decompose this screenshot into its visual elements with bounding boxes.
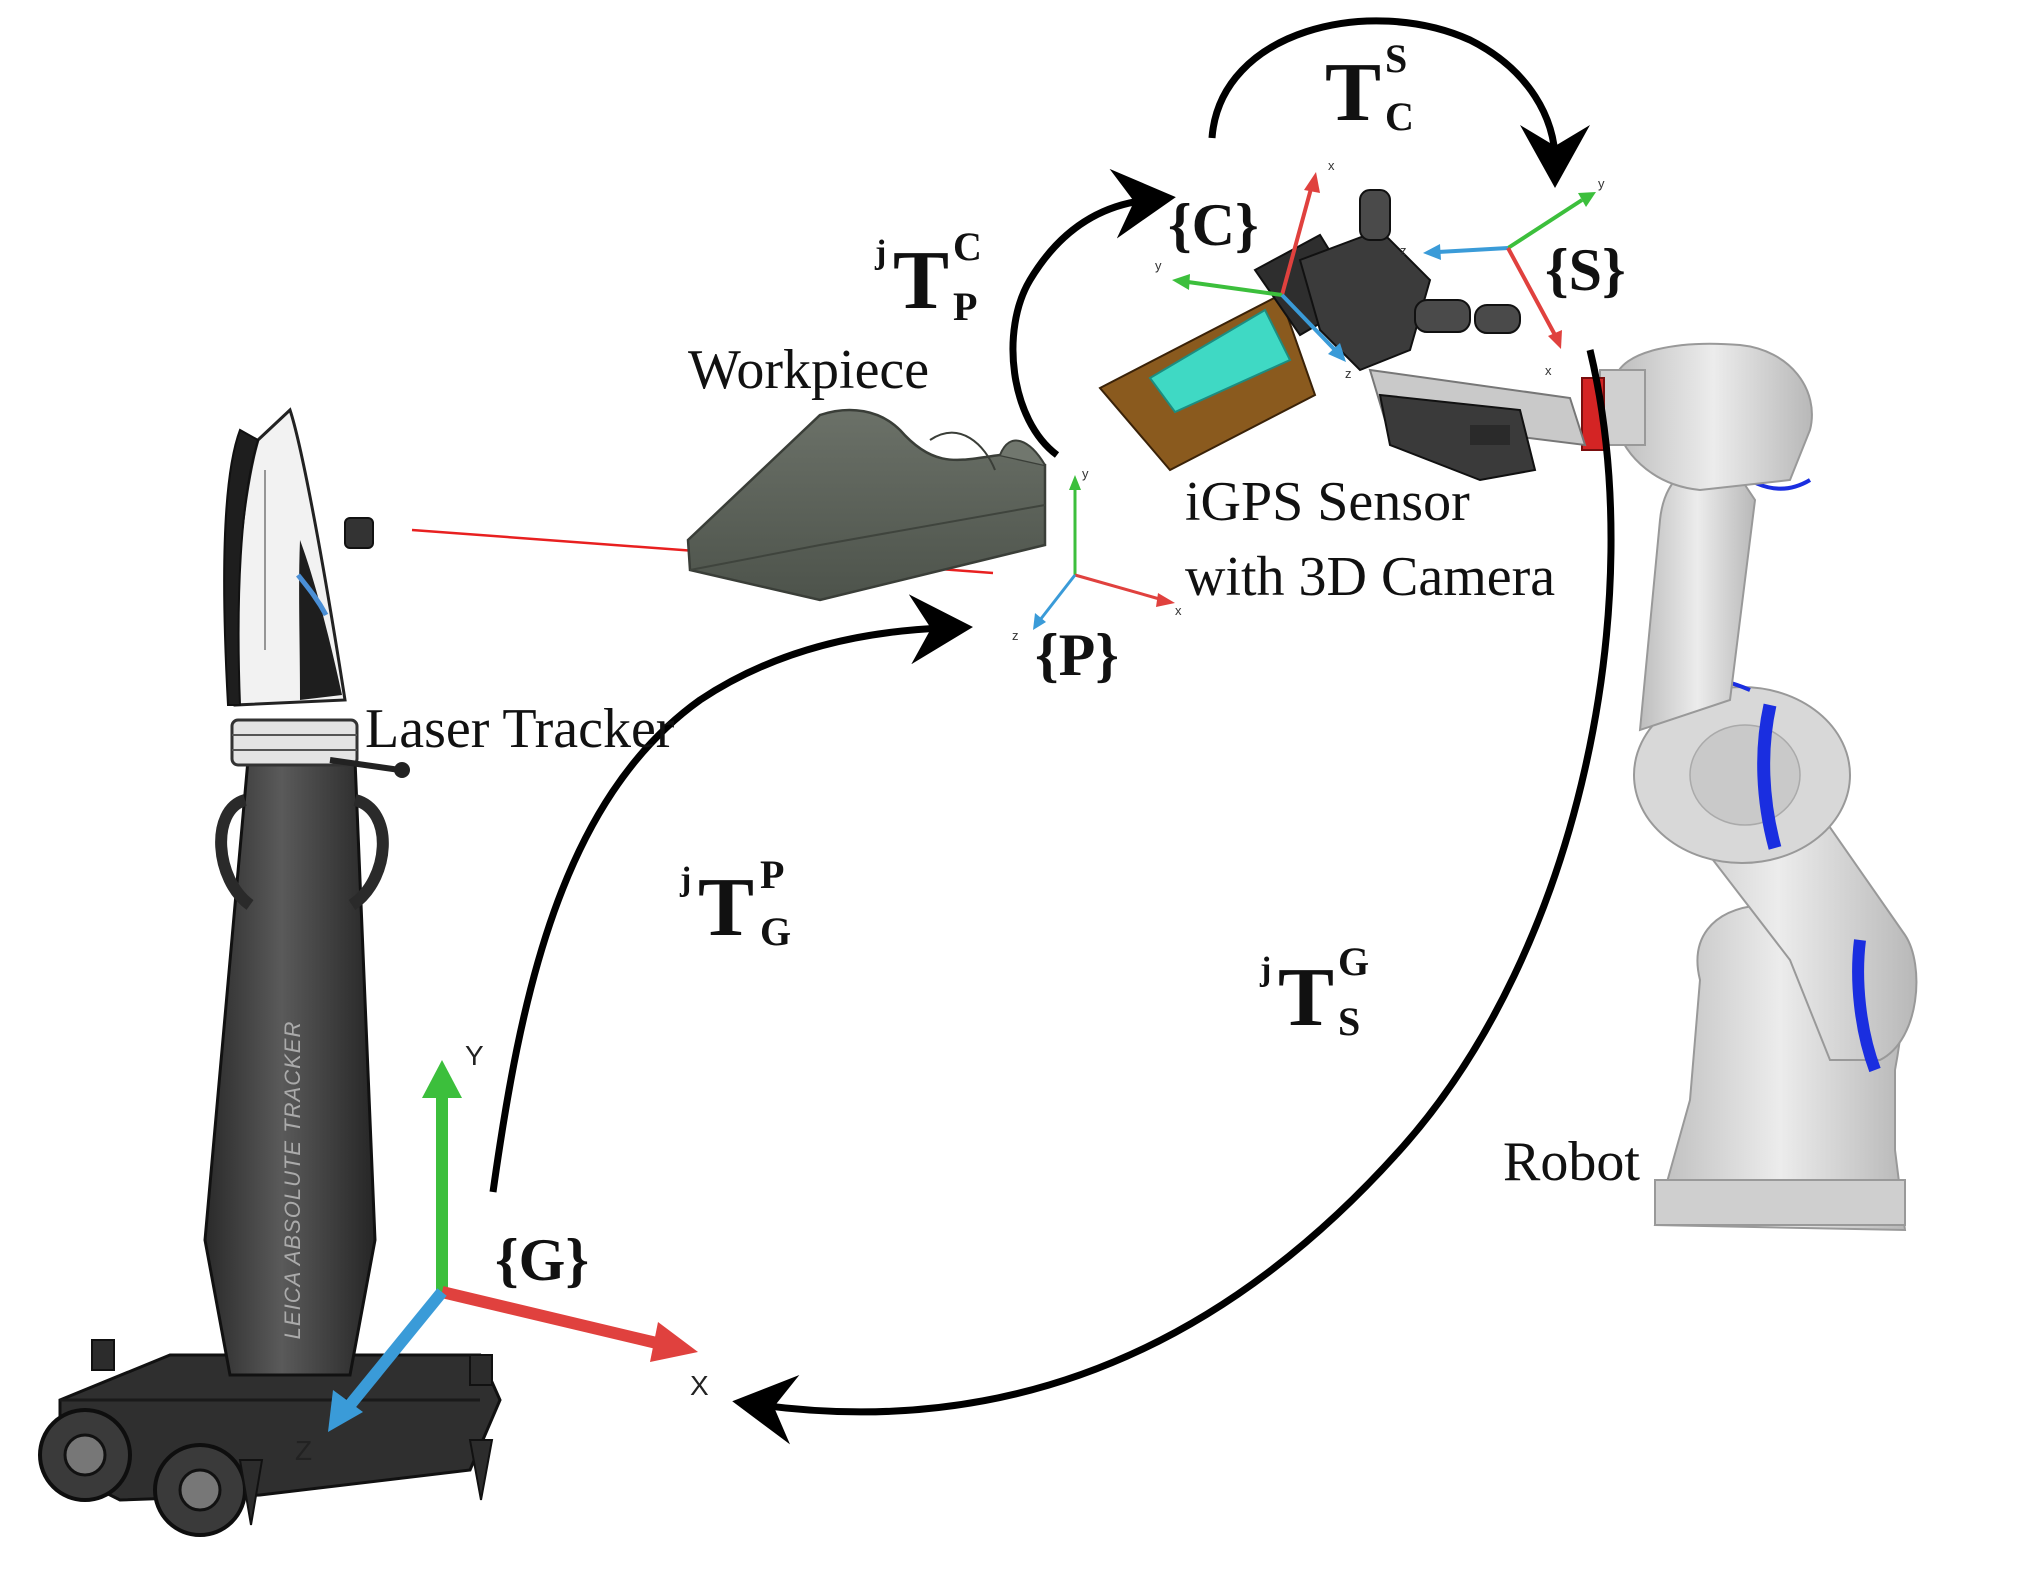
tsg-pre: j bbox=[1259, 951, 1271, 988]
s-y-axis bbox=[1506, 198, 1584, 250]
tgp-main: T bbox=[698, 861, 754, 954]
frame-g-axes: X Y Z bbox=[295, 1040, 709, 1466]
c-x-label: x bbox=[1328, 158, 1335, 173]
frame-p-axes: y x z bbox=[1012, 466, 1182, 643]
arrow-tsg bbox=[732, 349, 1615, 1445]
transform-label-tsg: j T G S bbox=[1259, 939, 1369, 1044]
tcs-sup: S bbox=[1385, 36, 1407, 81]
tracker-handle bbox=[348, 794, 389, 911]
frame-c-axes: x y z bbox=[1155, 158, 1352, 381]
tsg-sup: G bbox=[1338, 939, 1369, 984]
p-z-label: z bbox=[1012, 628, 1019, 643]
g-x-arrowhead bbox=[650, 1322, 698, 1362]
p-y-label: y bbox=[1082, 466, 1089, 481]
label-laser-tracker: Laser Tracker bbox=[365, 698, 675, 760]
tracker-base bbox=[58, 1353, 502, 1502]
camera-3d bbox=[1378, 393, 1537, 482]
c-z-axis bbox=[1280, 293, 1337, 352]
tpc-main: T bbox=[893, 234, 949, 327]
g-y-label: Y bbox=[465, 1040, 484, 1071]
robot bbox=[1581, 342, 1918, 1232]
tsg-main: T bbox=[1278, 951, 1334, 1044]
frame-label-p: {P} bbox=[1035, 622, 1119, 688]
label-workpiece: Workpiece bbox=[688, 339, 929, 401]
g-x-axis bbox=[440, 1286, 667, 1351]
tracker-stamp: LEICA ABSOLUTE TRACKER bbox=[280, 1021, 305, 1340]
g-x-label: X bbox=[690, 1370, 709, 1401]
tpc-pre: j bbox=[874, 234, 886, 271]
s-z-label: z bbox=[1400, 243, 1407, 258]
tcs-sub: C bbox=[1385, 94, 1414, 139]
transform-label-tcs: T S C bbox=[1325, 36, 1414, 139]
tgp-sup: P bbox=[760, 852, 784, 897]
arrow-tcs bbox=[1208, 17, 1590, 188]
laser-tracker: LEICA ABSOLUTE TRACKER bbox=[38, 407, 502, 1537]
frame-label-g: {G} bbox=[495, 1227, 589, 1293]
s-x-axis bbox=[1506, 247, 1557, 336]
arrow-tpc bbox=[1009, 168, 1176, 458]
workpiece bbox=[686, 408, 1047, 602]
tracker-handle bbox=[215, 794, 254, 910]
tcs-main: T bbox=[1325, 46, 1381, 139]
transform-label-tpc: j T C P bbox=[874, 224, 982, 329]
frame-label-c: {C} bbox=[1168, 192, 1259, 258]
c-y-axis bbox=[1187, 280, 1283, 297]
robot-ring bbox=[1852, 939, 1881, 1073]
transform-label-tgp: j T P G bbox=[679, 852, 791, 954]
tgp-sub: G bbox=[760, 909, 791, 954]
arrow-tgp bbox=[489, 594, 973, 1193]
p-x-axis bbox=[1074, 573, 1164, 602]
frame-s-axes: y z x bbox=[1400, 176, 1605, 378]
g-z-label: Z bbox=[295, 1435, 312, 1466]
label-robot: Robot bbox=[1503, 1131, 1640, 1193]
horn-inner bbox=[1148, 308, 1292, 414]
s-x-label: x bbox=[1545, 363, 1552, 378]
g-y-arrowhead bbox=[422, 1060, 462, 1098]
igps-sensor bbox=[1098, 189, 1587, 482]
p-z-axis bbox=[1038, 574, 1077, 621]
frame-label-s: {S} bbox=[1545, 237, 1626, 303]
tgp-pre: j bbox=[679, 861, 691, 898]
g-z-axis bbox=[345, 1288, 447, 1409]
c-x-axis bbox=[1280, 184, 1314, 296]
p-x-label: x bbox=[1175, 603, 1182, 618]
robot-ring bbox=[1757, 703, 1782, 850]
robot-wrist bbox=[1614, 342, 1813, 492]
tpc-sup: C bbox=[953, 224, 982, 269]
tsg-sub: S bbox=[1338, 999, 1360, 1044]
c-z-label: z bbox=[1345, 366, 1352, 381]
c-y-label: y bbox=[1155, 258, 1162, 273]
label-sensor-line1: iGPS Sensor bbox=[1185, 471, 1470, 533]
label-sensor-line2: with 3D Camera bbox=[1185, 546, 1555, 608]
tpc-sub: P bbox=[953, 284, 977, 329]
g-z-arrowhead bbox=[328, 1390, 363, 1432]
s-y-label: y bbox=[1598, 176, 1605, 191]
s-z-axis bbox=[1437, 246, 1509, 254]
